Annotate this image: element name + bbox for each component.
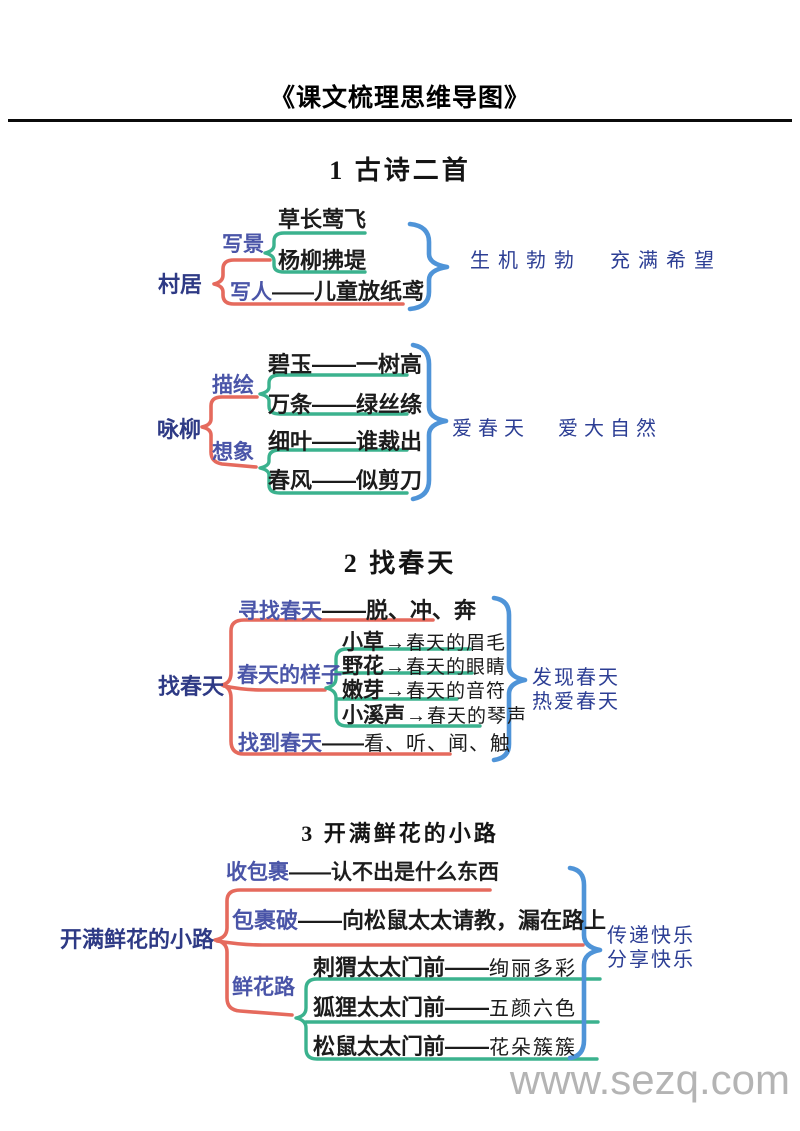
yangzi-item-3-head: 嫩芽 [342, 679, 384, 702]
right-arrow: → [385, 632, 405, 654]
shoubaoguo-label: 收包裹 [226, 861, 289, 884]
yangzi-item-1-tail: 春天的眉毛 [406, 633, 507, 654]
yangzi-item-4-head: 小溪声 [342, 704, 405, 727]
yangzi-item-3-tail: 春天的音符 [406, 681, 507, 702]
zhaochuntian-summary-2: 热爱春天 [532, 691, 620, 713]
xunzhao-label: 寻找春天 [238, 600, 322, 623]
yongliu-summary-1: 爱春天 [452, 418, 530, 440]
em-dash: —— [445, 1034, 490, 1059]
baoguopo-branch: 包裹破——向松鼠太太请教，漏在路上 [232, 903, 606, 935]
zhaodao-branch: 找到春天——看、听、闻、触 [238, 727, 511, 757]
xiaolu-root-node: 开满鲜花的小路 [60, 927, 215, 952]
cunju-person-item: 儿童放纸鸢 [314, 279, 425, 304]
xianhua-item-2-head: 狐狸太太门前 [313, 995, 446, 1020]
zhaodao-label: 找到春天 [238, 732, 322, 755]
yangzi-item-row-4: 小溪声→春天的琴声 [342, 699, 527, 729]
em-dash: —— [445, 955, 490, 980]
yangzi-item-1-head: 小草 [342, 631, 384, 654]
yongliu-xiangxiang-item-2: 春风——似剪刀 [268, 468, 423, 493]
right-arrow: → [385, 656, 405, 678]
xianhua-item-2-tail: 五颜六色 [489, 998, 578, 1020]
page-title: 《课文梳理思维导图》 [269, 84, 530, 112]
xiaolu-summary-1: 传递快乐 [607, 925, 695, 947]
yangzi-item-2-tail: 春天的眼睛 [406, 657, 507, 678]
yongliu-miaohui-item-2: 万条——绿丝绦 [268, 392, 423, 417]
cunju-person-label: 写人 [230, 281, 272, 304]
zhaochuntian-summary: 发现春天 热爱春天 [532, 666, 620, 714]
xianhua-item-row-2: 狐狸太太门前——五颜六色 [313, 990, 577, 1022]
cunju-scene-item-1: 草长莺飞 [278, 207, 367, 232]
em-dash: —— [445, 995, 490, 1020]
cunju-scene-label: 写景 [222, 233, 264, 256]
yongliu-miaohui-item-1: 碧玉——一树高 [268, 352, 423, 377]
cunju-root-node: 村居 [158, 272, 203, 297]
cunju-summary: 生机勃勃 充满希望 [470, 244, 722, 273]
yangzi-item-2-head: 野花 [342, 655, 384, 678]
header-divider-line [8, 119, 792, 122]
section3-heading: 3 开满鲜花的小路 [301, 821, 499, 846]
yongliu-xiangxiang-label: 想象 [212, 441, 254, 464]
cunju-scene-item-2: 杨柳拂堤 [278, 248, 367, 273]
yangzi-item-4-tail: 春天的琴声 [427, 706, 528, 727]
section2-heading: 2 找春天 [343, 549, 457, 578]
section1-heading: 1 古诗二首 [329, 156, 471, 185]
yongliu-root-node: 咏柳 [157, 417, 202, 442]
baoguopo-rest: ——向松鼠太太请教，漏在路上 [298, 908, 607, 933]
right-arrow: → [406, 705, 426, 727]
shoubaoguo-branch: 收包裹——认不出是什么东西 [226, 856, 499, 886]
cunju-summary-1: 生机勃勃 [470, 250, 582, 272]
xiaolu-summary: 传递快乐 分享快乐 [607, 924, 695, 972]
shoubaoguo-rest: ——认不出是什么东西 [289, 861, 499, 884]
yangzi-item-row-1: 小草→春天的眉毛 [342, 626, 506, 656]
yangzi-label: 春天的样子 [237, 664, 342, 687]
cunju-summary-2: 充满希望 [610, 250, 722, 272]
xianhua-item-row-3: 松鼠太太门前——花朵簇簇 [313, 1029, 577, 1061]
baoguopo-label: 包裹破 [232, 908, 299, 933]
site-watermark: www.sezq.com [509, 1056, 790, 1103]
xunzhao-rest: ——脱、冲、奔 [322, 598, 477, 623]
xianhua-item-1-tail: 绚丽多彩 [489, 958, 578, 980]
xianhua-item-3-tail: 花朵簇簇 [489, 1037, 578, 1059]
zhaochuntian-xunzhao-branch: 寻找春天——脱、冲、奔 [238, 593, 476, 625]
xianhua-item-row-1: 刺猬太太门前——绚丽多彩 [313, 950, 577, 982]
yangzi-item-row-3: 嫩芽→春天的音符 [342, 674, 506, 704]
yongliu-summary: 爱春天 爱大自然 [452, 412, 662, 441]
yongliu-xiangxiang-item-1: 细叶——谁裁出 [268, 429, 423, 454]
yongliu-miaohui-label: 描绘 [212, 374, 254, 397]
zhaodao-dash: —— [322, 732, 364, 755]
yongliu-summary-2: 爱大自然 [558, 418, 662, 440]
cunju-person-branch: 写人——儿童放纸鸢 [230, 274, 424, 306]
yangzi-item-row-2: 野花→春天的眼睛 [342, 650, 506, 680]
xiaolu-summary-2: 分享快乐 [607, 949, 695, 971]
xianhua-item-1-head: 刺猬太太门前 [313, 955, 446, 980]
cunju-person-dash: —— [272, 281, 314, 304]
zhaochuntian-root-node: 找春天 [158, 674, 225, 699]
xianhua-label: 鲜花路 [232, 976, 295, 999]
right-arrow: → [385, 680, 405, 702]
zhaochuntian-summary-1: 发现春天 [532, 667, 620, 689]
zhaodao-rest: 看、听、闻、触 [364, 733, 511, 755]
xianhua-item-3-head: 松鼠太太门前 [313, 1034, 446, 1059]
